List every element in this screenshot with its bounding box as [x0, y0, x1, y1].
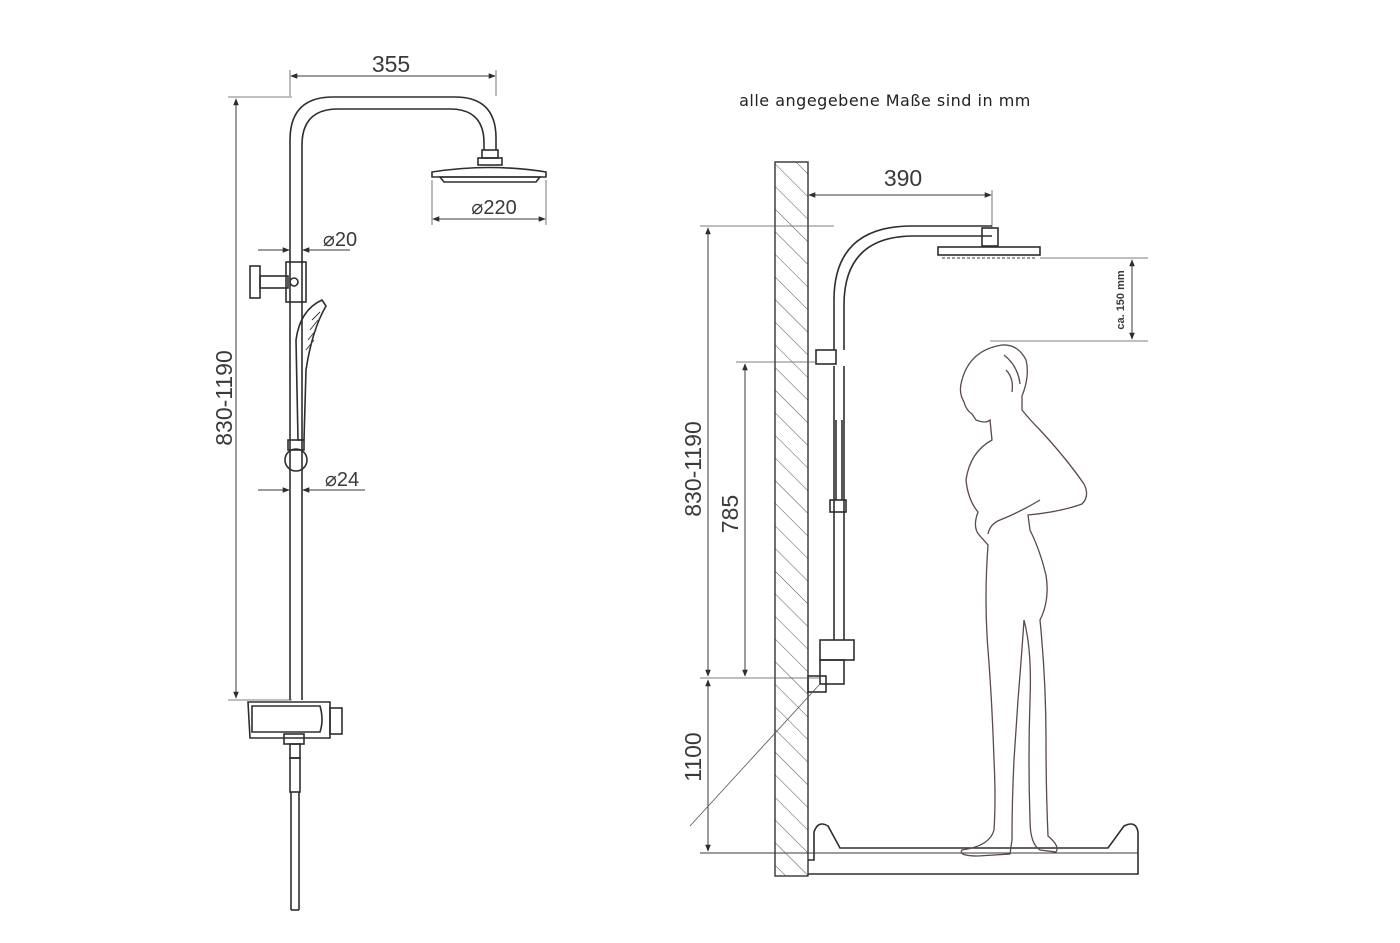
label-clearance: ca. 150 mm	[1115, 270, 1127, 330]
label-pipe-diameter-lower: ⌀24	[325, 469, 359, 491]
wall-bracket	[249, 261, 307, 303]
dimension-arm-355: 355	[289, 51, 497, 96]
right-side-view: alle angegebene Maße sind in mm 390	[680, 91, 1148, 877]
dimension-pipe-24: ⌀24	[258, 469, 365, 493]
dimension-clearance: ca. 150 mm	[990, 257, 1148, 342]
dimension-height-right: 830-1190	[680, 225, 834, 679]
shower-hose	[289, 757, 301, 911]
riser-pipe	[289, 96, 497, 700]
dimension-mixer-1100: 1100	[680, 679, 821, 852]
dimension-bracket-785: 785	[717, 361, 816, 677]
label-mixer-height: 1100	[680, 732, 706, 781]
riser-pipe-side	[815, 225, 992, 640]
label-arm-length: 355	[372, 51, 410, 77]
label-pipe-diameter-upper: ⌀20	[323, 229, 357, 251]
units-note: alle angegebene Maße sind in mm	[739, 91, 1031, 110]
overhead-shower-side	[937, 227, 1041, 259]
left-front-view: 355 830-1190 ⌀220	[211, 51, 547, 911]
dimension-pipe-20: ⌀20	[258, 229, 357, 253]
overhead-shower-head	[431, 149, 547, 183]
shower-tray	[700, 823, 1139, 875]
label-bracket-height: 785	[717, 495, 743, 533]
dimension-height-left: 830-1190	[211, 96, 292, 701]
dimension-arm-390: 390	[808, 165, 993, 228]
person-silhouette	[959, 344, 1088, 857]
wall-hatched	[774, 161, 809, 877]
slider-holder	[284, 439, 308, 472]
thermostat-mixer	[247, 701, 343, 759]
label-head-diameter: ⌀220	[471, 197, 516, 219]
dimension-head-220: ⌀220	[431, 180, 547, 225]
thermostat-side	[807, 639, 855, 693]
label-arm-length-right: 390	[884, 165, 922, 191]
label-height-range-right: 830-1190	[680, 421, 706, 517]
label-height-range-left: 830-1190	[211, 350, 237, 446]
hand-shower	[295, 298, 327, 441]
